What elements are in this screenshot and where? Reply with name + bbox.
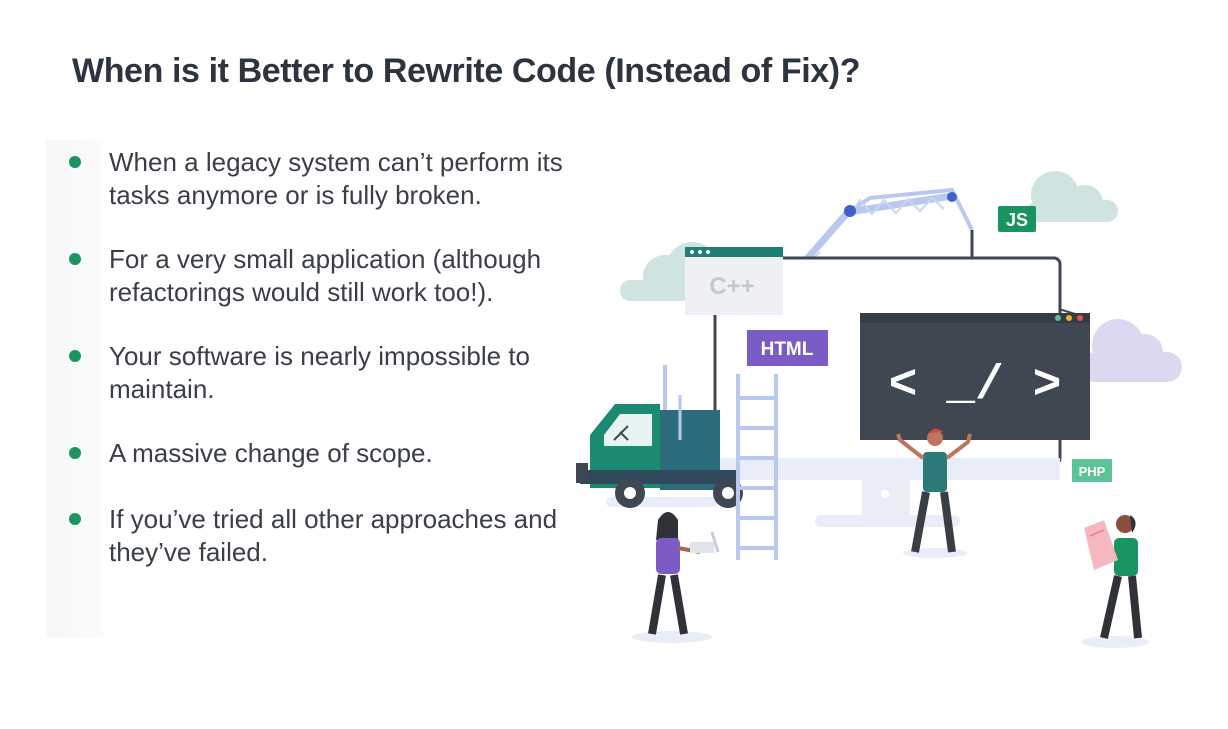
- bullet-dot-icon: [69, 513, 81, 525]
- html-tag-label: HTML: [761, 339, 814, 360]
- code-window: < _/ >: [860, 313, 1090, 440]
- bullet-text: If you’ve tried all other approaches and…: [109, 504, 558, 567]
- cloud-icon: [1080, 319, 1182, 382]
- list-item: Your software is nearly impossible to ma…: [68, 340, 563, 406]
- bullet-text: A massive change of scope.: [109, 438, 433, 468]
- html-tag: HTML: [747, 330, 828, 366]
- ladder-icon: [736, 374, 778, 560]
- bullet-dot-icon: [69, 350, 81, 362]
- bullet-text: When a legacy system can’t perform its t…: [109, 147, 563, 210]
- person-icon: [896, 428, 972, 558]
- truck-icon: [576, 365, 743, 508]
- cloud-icon: [1028, 171, 1118, 222]
- list-item: If you’ve tried all other approaches and…: [68, 503, 563, 569]
- php-tag-label: PHP: [1079, 464, 1106, 479]
- list-item: A massive change of scope.: [68, 437, 563, 470]
- document-icon: [1084, 520, 1118, 570]
- laptop-icon: [690, 531, 720, 553]
- js-tag-label: JS: [1006, 210, 1028, 230]
- bullet-dot-icon: [69, 156, 81, 168]
- bullet-list: When a legacy system can’t perform its t…: [68, 146, 563, 600]
- php-tag: PHP: [1072, 459, 1112, 482]
- bullet-dot-icon: [69, 447, 81, 459]
- bullet-text: For a very small application (although r…: [109, 244, 542, 307]
- page-title: When is it Better to Rewrite Code (Inste…: [72, 52, 861, 90]
- person-icon: [632, 512, 712, 643]
- bullet-text: Your software is nearly impossible to ma…: [109, 341, 531, 404]
- bullet-dot-icon: [69, 253, 81, 265]
- code-symbol: < _/ >: [889, 359, 1062, 413]
- bullet-panel-background: [46, 140, 566, 638]
- rewrite-code-illustration: C++ JS < _/ > HTML PHP: [576, 171, 1182, 648]
- person-icon: [1081, 515, 1149, 648]
- js-tag: JS: [998, 206, 1036, 232]
- list-item: For a very small application (although r…: [68, 243, 563, 309]
- cpp-window: C++: [685, 247, 783, 315]
- list-item: When a legacy system can’t perform its t…: [68, 146, 563, 212]
- cpp-tag: C++: [709, 273, 754, 300]
